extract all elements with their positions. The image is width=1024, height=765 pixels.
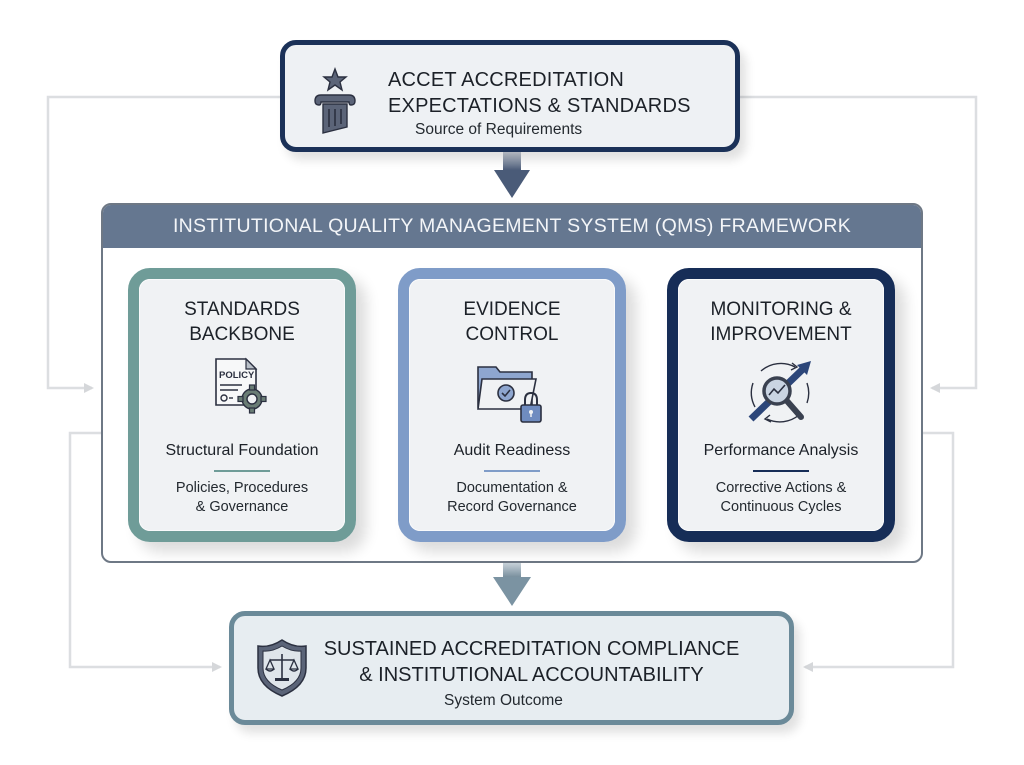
- pillar-title: EVIDENCE CONTROL: [409, 297, 615, 347]
- pillar-title-line2: CONTROL: [465, 324, 559, 345]
- pillar-description: Corrective Actions & Continuous Cycles: [678, 479, 884, 517]
- pillar-monitoring-improvement: MONITORING & IMPROVEMENT Performance Ana…: [667, 268, 895, 542]
- pillar-title: STANDARDS BACKBONE: [139, 297, 345, 347]
- pillar-desc-line2: Continuous Cycles: [720, 499, 842, 515]
- feedback-line-left-top: [46, 95, 280, 393]
- folder-check-lock-icon: [477, 366, 542, 423]
- pillar-label: Performance Analysis: [703, 442, 859, 459]
- feedback-line-right-bottom: [803, 431, 955, 672]
- pillar-title-line1: STANDARDS: [184, 299, 300, 320]
- bottom-box-subtitle: System Outcome: [444, 692, 563, 709]
- top-box-title-line1: ACCET ACCREDITATION: [388, 69, 625, 91]
- pillar-star-icon: [314, 67, 356, 134]
- arrow-down-bottom: [493, 563, 531, 606]
- bottom-box-title-line1: SUSTAINED ACCREDITATION COMPLIANCE: [323, 638, 740, 660]
- pillar-title-line1: EVIDENCE: [463, 299, 561, 320]
- pillar-desc-line1: Policies, Procedures: [175, 480, 309, 496]
- pillar-evidence-control: EVIDENCE CONTROL Audit Readiness Documen…: [398, 268, 626, 542]
- pillar-divider: [484, 470, 540, 472]
- policy-document-gear-icon: POLICY: [215, 357, 267, 414]
- top-box-subtitle: Source of Requirements: [415, 121, 583, 138]
- top-box-title-line2: EXPECTATIONS & STANDARDS: [388, 95, 691, 117]
- pillar-divider: [753, 470, 809, 472]
- pillar-desc-line1: Documentation &: [456, 480, 568, 496]
- bottom-box-title: SUSTAINED ACCREDITATION COMPLIANCE & INS…: [234, 636, 789, 688]
- pillar-title-line2: IMPROVEMENT: [710, 324, 852, 345]
- top-box-title: ACCET ACCREDITATION EXPECTATIONS & STAND…: [388, 67, 691, 119]
- sustained-compliance-box: SUSTAINED ACCREDITATION COMPLIANCE & INS…: [229, 611, 794, 725]
- pillar-desc-line2: & Governance: [195, 499, 289, 515]
- shield-scales-icon: [257, 639, 307, 697]
- pillar-title: MONITORING & IMPROVEMENT: [678, 297, 884, 347]
- pillar-divider: [214, 470, 270, 472]
- pillar-description: Policies, Procedures & Governance: [139, 479, 345, 517]
- pillar-label: Audit Readiness: [453, 442, 571, 459]
- accreditation-standards-box: ACCET ACCREDITATION EXPECTATIONS & STAND…: [280, 40, 740, 152]
- arrow-down-top: [494, 152, 530, 198]
- feedback-line-left-bottom: [68, 431, 222, 672]
- magnifier-trend-cycle-icon: [748, 361, 811, 423]
- pillar-desc-line2: Record Governance: [447, 499, 577, 515]
- svg-text:POLICY: POLICY: [219, 370, 255, 381]
- pillar-standards-backbone: STANDARDS BACKBONE POLICY Structu: [128, 268, 356, 542]
- pillar-desc-line1: Corrective Actions &: [715, 480, 847, 496]
- bottom-box-title-line2: & INSTITUTIONAL ACCOUNTABILITY: [359, 664, 704, 686]
- pillar-label: Structural Foundation: [165, 442, 319, 459]
- framework-header: INSTITUTIONAL QUALITY MANAGEMENT SYSTEM …: [103, 205, 921, 248]
- pillar-title-line2: BACKBONE: [189, 324, 295, 345]
- pillar-description: Documentation & Record Governance: [409, 479, 615, 517]
- feedback-line-right-top: [740, 95, 978, 393]
- pillar-title-line1: MONITORING &: [710, 299, 852, 320]
